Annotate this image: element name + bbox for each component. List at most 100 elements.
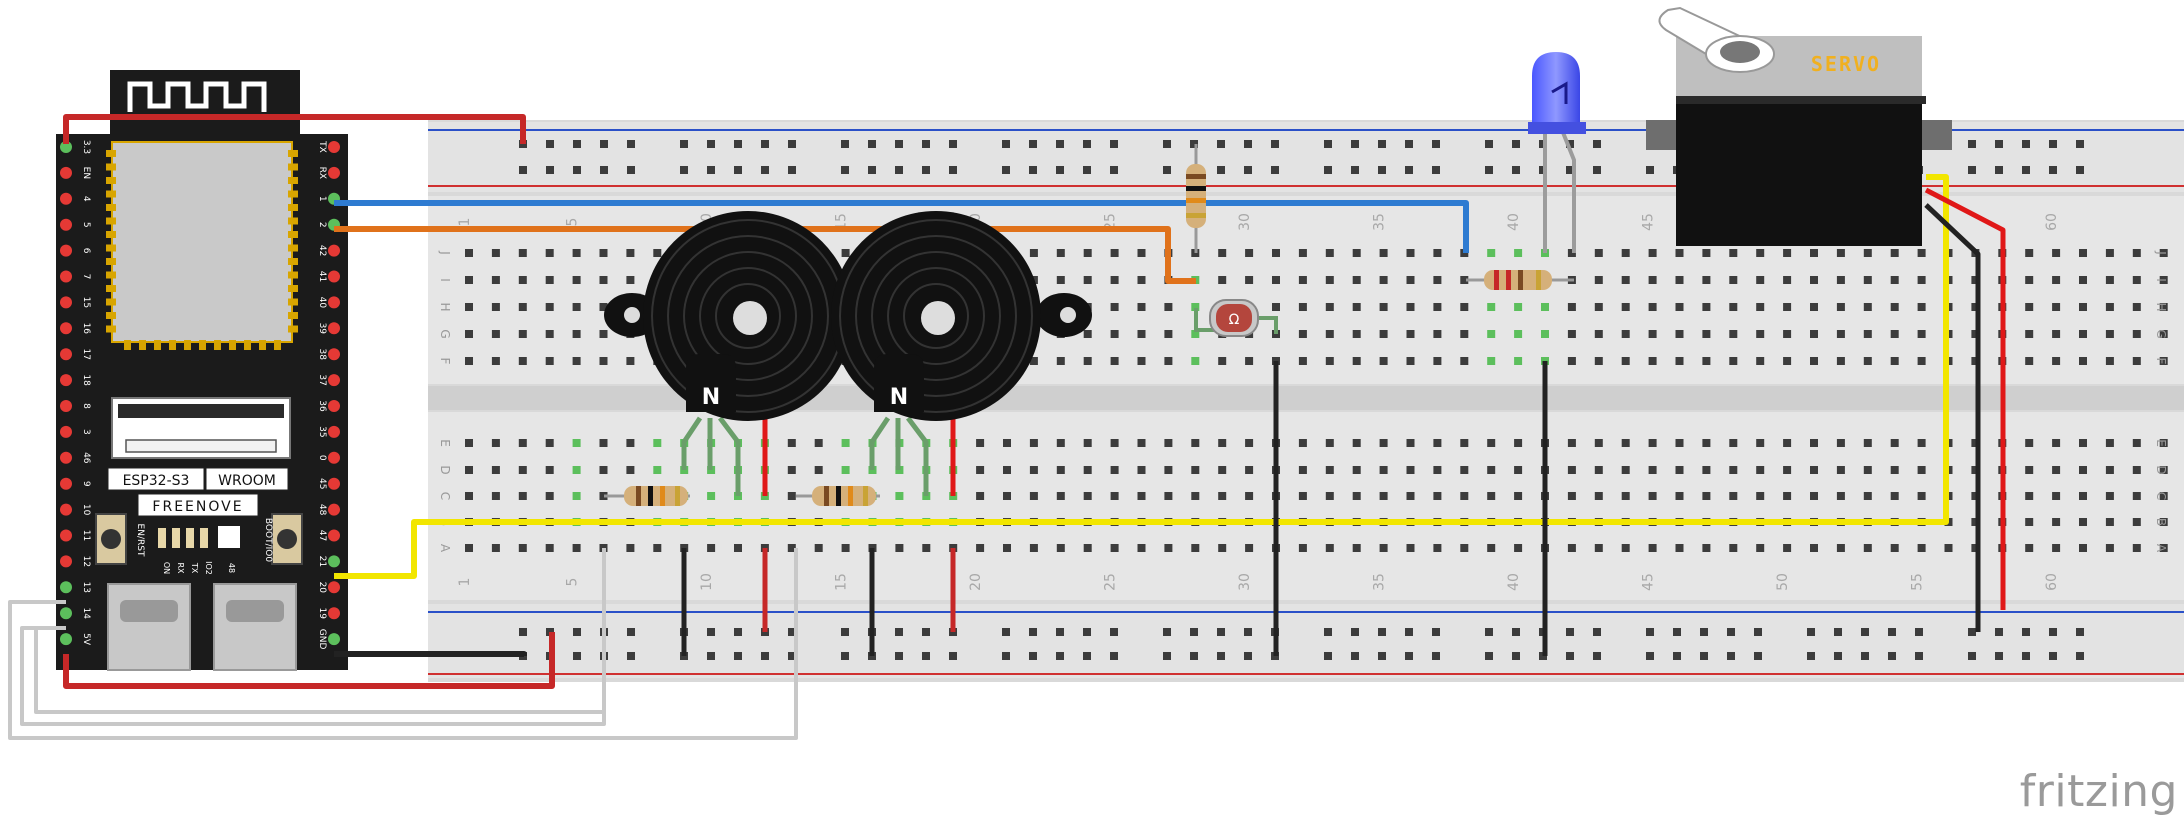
breadboard-hole[interactable]: [787, 492, 796, 500]
rail-hole[interactable]: [1593, 166, 1601, 174]
breadboard-hole[interactable]: [1648, 492, 1657, 500]
breadboard-hole[interactable]: [1298, 544, 1307, 552]
breadboard-hole[interactable]: [1594, 466, 1603, 474]
breadboard-hole[interactable]: [2052, 357, 2061, 365]
breadboard-hole[interactable]: [1756, 466, 1765, 474]
pin-0[interactable]: [328, 451, 340, 464]
breadboard-hole[interactable]: [518, 276, 527, 284]
breadboard-hole[interactable]: [1433, 466, 1442, 474]
breadboard-hole[interactable]: [2105, 357, 2114, 365]
rail-hole[interactable]: [1861, 652, 1869, 660]
breadboard-hole[interactable]: [1379, 357, 1388, 365]
breadboard-hole[interactable]: [1379, 466, 1388, 474]
breadboard-hole[interactable]: [1245, 439, 1254, 447]
breadboard-hole[interactable]: [1029, 357, 1038, 365]
pin-5[interactable]: [60, 218, 72, 231]
breadboard-hole[interactable]: [2052, 303, 2061, 311]
rail-hole[interactable]: [546, 140, 554, 148]
breadboard-hole[interactable]: [491, 303, 500, 311]
breadboard-hole[interactable]: [1379, 249, 1388, 257]
breadboard-hole[interactable]: [1621, 439, 1630, 447]
breadboard-hole[interactable]: [1191, 303, 1200, 311]
breadboard-hole[interactable]: [2025, 303, 2034, 311]
rail-hole[interactable]: [1485, 140, 1493, 148]
rail-hole[interactable]: [1271, 166, 1279, 174]
breadboard-hole[interactable]: [1890, 544, 1899, 552]
breadboard-hole[interactable]: [653, 249, 662, 257]
breadboard-hole[interactable]: [1917, 544, 1926, 552]
breadboard-hole[interactable]: [1783, 357, 1792, 365]
breadboard-hole[interactable]: [545, 330, 554, 338]
rail-hole[interactable]: [1244, 166, 1252, 174]
rail-hole[interactable]: [788, 628, 796, 636]
breadboard-hole[interactable]: [653, 466, 662, 474]
breadboard-hole[interactable]: [2132, 330, 2141, 338]
reset-button[interactable]: [95, 513, 127, 565]
breadboard-hole[interactable]: [518, 439, 527, 447]
rail-hole[interactable]: [788, 652, 796, 660]
rail-hole[interactable]: [1378, 140, 1386, 148]
rail-hole[interactable]: [841, 140, 849, 148]
breadboard-hole[interactable]: [572, 330, 581, 338]
breadboard-hole[interactable]: [1003, 492, 1011, 500]
breadboard-hole[interactable]: [1003, 544, 1011, 552]
rail-hole[interactable]: [1217, 652, 1225, 660]
breadboard-hole[interactable]: [1379, 439, 1388, 447]
breadboard-hole[interactable]: [2052, 518, 2061, 526]
breadboard-hole[interactable]: [1729, 276, 1738, 284]
breadboard-hole[interactable]: [1191, 544, 1200, 552]
rail-hole[interactable]: [1888, 628, 1896, 636]
breadboard-hole[interactable]: [2025, 492, 2034, 500]
pin-8[interactable]: [60, 400, 72, 412]
rail-hole[interactable]: [1834, 628, 1842, 636]
breadboard-hole[interactable]: [1621, 276, 1630, 284]
rail-hole[interactable]: [680, 166, 688, 174]
breadboard-hole[interactable]: [1648, 439, 1657, 447]
breadboard-hole[interactable]: [1971, 276, 1980, 284]
breadboard-hole[interactable]: [1836, 492, 1845, 500]
breadboard-hole[interactable]: [1460, 303, 1469, 311]
breadboard-hole[interactable]: [572, 249, 581, 257]
breadboard-hole[interactable]: [2052, 276, 2061, 284]
rail-hole[interactable]: [1861, 628, 1869, 636]
rail-hole[interactable]: [1029, 652, 1037, 660]
rail-hole[interactable]: [1405, 628, 1413, 636]
breadboard-hole[interactable]: [1110, 276, 1119, 284]
breadboard-hole[interactable]: [787, 466, 796, 474]
rail-hole[interactable]: [1244, 652, 1252, 660]
rail-hole[interactable]: [1512, 140, 1520, 148]
breadboard-hole[interactable]: [1245, 492, 1254, 500]
breadboard-hole[interactable]: [1729, 439, 1738, 447]
rail-hole[interactable]: [600, 140, 608, 148]
rail-hole[interactable]: [1566, 140, 1574, 148]
rail-hole[interactable]: [1378, 166, 1386, 174]
breadboard-hole[interactable]: [1594, 439, 1603, 447]
breadboard-hole[interactable]: [653, 439, 662, 447]
breadboard-hole[interactable]: [1218, 439, 1227, 447]
breadboard-hole[interactable]: [1218, 544, 1227, 552]
rail-hole[interactable]: [1646, 628, 1654, 636]
breadboard-hole[interactable]: [1810, 492, 1818, 500]
breadboard-hole[interactable]: [1083, 276, 1092, 284]
breadboard-hole[interactable]: [1164, 466, 1173, 474]
breadboard-hole[interactable]: [2159, 330, 2168, 338]
breadboard-hole[interactable]: [1567, 330, 1576, 338]
breadboard-hole[interactable]: [626, 439, 635, 447]
rail-hole[interactable]: [1915, 652, 1923, 660]
breadboard-hole[interactable]: [1325, 544, 1334, 552]
pin-4[interactable]: [60, 192, 72, 205]
breadboard-hole[interactable]: [518, 544, 527, 552]
rail-hole[interactable]: [1405, 166, 1413, 174]
breadboard-hole[interactable]: [1675, 303, 1684, 311]
pin-17[interactable]: [60, 348, 72, 361]
breadboard-hole[interactable]: [2025, 357, 2034, 365]
breadboard-hole[interactable]: [1325, 330, 1334, 338]
breadboard-hole[interactable]: [1191, 330, 1200, 338]
breadboard-hole[interactable]: [1137, 544, 1146, 552]
pin-12[interactable]: [60, 555, 72, 568]
breadboard-hole[interactable]: [1729, 357, 1738, 365]
breadboard-hole[interactable]: [653, 544, 662, 552]
rail-hole[interactable]: [1968, 166, 1976, 174]
breadboard-hole[interactable]: [1917, 249, 1926, 257]
breadboard-hole[interactable]: [895, 492, 904, 500]
